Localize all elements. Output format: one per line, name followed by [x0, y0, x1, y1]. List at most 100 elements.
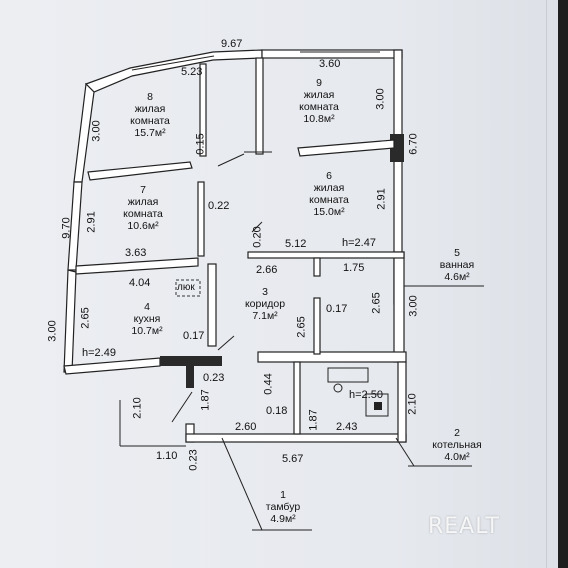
room-number: 7 [140, 184, 146, 196]
room-area: 10.7м² [131, 325, 163, 337]
room-area: 15.7м² [134, 127, 166, 139]
wall-corridor-bath [313, 297, 321, 355]
dim-360: 3.60 [319, 58, 341, 70]
room-type: жилая [134, 103, 166, 115]
room-number: 1 [280, 489, 286, 501]
dim-260: 2.60 [235, 421, 257, 433]
room-2-label: 2 котельная 4.0м² [412, 427, 502, 463]
wall-right-lower [393, 251, 405, 363]
wall-tambour-boiler [293, 361, 301, 435]
wall-left-lower [63, 269, 77, 373]
dim-291-room6: 2.91 [375, 188, 388, 210]
boiler-stove-core [374, 402, 382, 410]
room-type: коридор [244, 298, 286, 310]
room-type-2: комната [123, 208, 163, 220]
room-number: 6 [326, 170, 332, 182]
wall-room7-kitchen [75, 257, 199, 275]
wall-bottom-corridor [257, 351, 407, 363]
dim-175: 1.75 [343, 262, 365, 274]
dim-h249: h=2.49 [82, 347, 116, 359]
door-room6-corridor [251, 221, 263, 233]
room-type: кухня [133, 313, 161, 325]
dim-670: 6.70 [407, 133, 420, 155]
wall-room8-room7 [87, 161, 193, 181]
wall-top [261, 49, 403, 59]
wall-tambour-bottom [185, 433, 407, 443]
dim-291-room7: 2.91 [85, 211, 98, 233]
dim-bottom-width: 5.67 [282, 453, 304, 465]
room-area: 15.0м² [313, 206, 345, 218]
watermark-logo: REALT [428, 514, 500, 539]
room-area: 4.0м² [444, 451, 470, 463]
room-number: 3 [262, 286, 268, 298]
dim-300-bath: 3.00 [407, 295, 420, 317]
room-3-label: 3 коридор 7.1м² [220, 286, 310, 322]
wall-room6-bottom [247, 251, 405, 259]
wall-bottom-kitchen [63, 357, 161, 375]
dim-523: 5.23 [181, 66, 203, 78]
wall-corridor-stub [313, 257, 321, 277]
leader-boiler [395, 437, 415, 467]
dim-023-bottom: 0.23 [187, 449, 200, 471]
boiler-stove [365, 393, 389, 417]
dim-300-room9: 3.00 [374, 88, 387, 110]
room-area: 4.6м² [444, 271, 470, 283]
dim-h247: h=2.47 [342, 237, 376, 249]
room-type: котельная [432, 439, 482, 451]
door-tambour [171, 391, 193, 423]
room-number: 5 [454, 247, 460, 259]
dim-300-room8: 3.00 [90, 120, 103, 142]
room-type-2: комната [309, 194, 349, 206]
dim-015: 0.15 [194, 133, 207, 155]
room-8-label: 8 жилая комната 15.7м² [105, 91, 195, 139]
room-9-label: 9 жилая комната 10.8м² [274, 77, 364, 125]
dim-023: 0.23 [203, 372, 225, 384]
dim-left-height: 9.70 [60, 217, 73, 239]
dim-018: 0.18 [266, 405, 288, 417]
page-margin-line [546, 0, 547, 568]
dim-h250: h=2.50 [349, 389, 383, 401]
dim-044: 0.44 [262, 373, 275, 395]
dim-243: 2.43 [336, 421, 358, 433]
boiler-unit [327, 367, 369, 383]
room-type: жилая [127, 196, 159, 208]
dim-017-kitchen: 0.17 [183, 330, 205, 342]
dim-210-right: 2.10 [406, 393, 419, 415]
room-4-label: 4 кухня 10.7м² [102, 301, 192, 337]
dim-020: 0.20 [251, 226, 264, 248]
room-area: 10.8м² [303, 113, 335, 125]
door-room6 [217, 153, 245, 167]
dim-404: 4.04 [129, 277, 151, 289]
room-area: 7.1м² [252, 310, 278, 322]
wall-room9-room6 [297, 139, 395, 157]
dim-top-width: 9.67 [221, 38, 243, 50]
dim-265-kitchen: 2.65 [79, 307, 92, 329]
wall-room8-right [199, 63, 207, 157]
dim-363: 3.63 [125, 247, 147, 259]
room-number: 8 [147, 91, 153, 103]
dim-210-left: 2.10 [131, 397, 144, 419]
wall-tambour-left-stub [186, 366, 194, 388]
room-number: 9 [316, 77, 322, 89]
door-kitchen [217, 335, 235, 351]
room-area: 10.6м² [127, 220, 159, 232]
dim-266: 2.66 [256, 264, 278, 276]
wall-boiler-right [397, 361, 407, 443]
dim-187-boiler: 1.87 [307, 409, 320, 431]
window-top-left [131, 55, 215, 71]
room-1-label: 1 тамбур 4.9м² [238, 489, 328, 525]
room-type: жилая [313, 182, 345, 194]
wall-bottom-kitchen-solid [160, 356, 222, 366]
room-type: ванная [439, 259, 475, 271]
dim-512: 5.12 [285, 238, 307, 250]
wall-top-left-curve [84, 49, 263, 93]
room-5-label: 5 ванная 4.6м² [412, 247, 502, 283]
room-number: 4 [144, 301, 150, 313]
room-type-2: комната [130, 115, 170, 127]
wall-corridor-kitchen [207, 263, 217, 347]
room-type: тамбур [265, 501, 301, 513]
boiler-valve [333, 383, 343, 393]
room-type: жилая [303, 89, 335, 101]
hatch-label: люк [177, 282, 195, 293]
